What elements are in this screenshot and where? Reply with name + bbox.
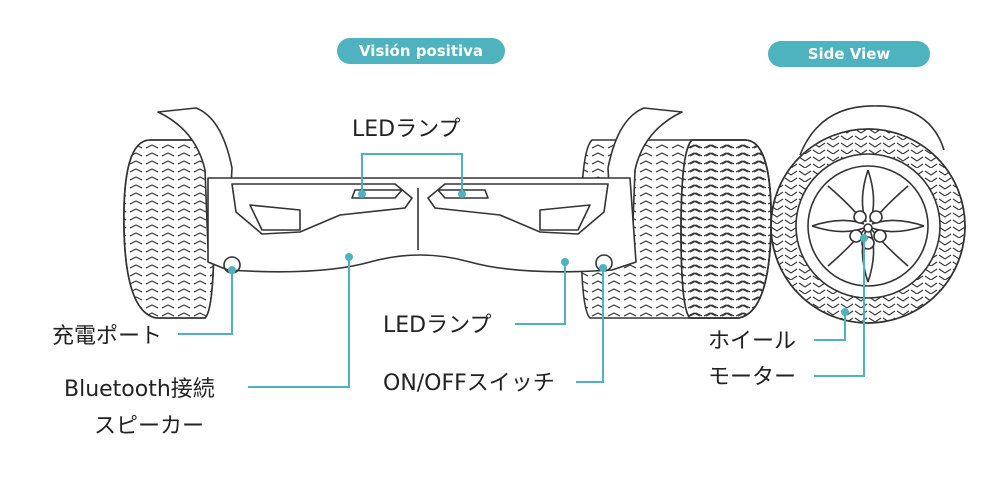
hoverboard-side-view bbox=[770, 105, 966, 324]
side-view-badge: Side View bbox=[768, 41, 930, 67]
hoverboard-front-view bbox=[123, 107, 772, 319]
callout-wheel bbox=[814, 312, 846, 341]
label-wheel: ホイール bbox=[708, 329, 797, 354]
label-bluetooth-speaker-line1: Bluetooth接続 bbox=[64, 377, 215, 402]
left-wheel bbox=[123, 139, 215, 319]
callout-bt-speaker bbox=[248, 257, 350, 388]
label-led-lamp-bottom: LEDランプ bbox=[383, 313, 492, 338]
left-foot-pad bbox=[231, 183, 413, 235]
callout-power-switch bbox=[576, 268, 604, 383]
label-power-switch: ON/OFFスイッチ bbox=[383, 371, 555, 396]
hoverboard-body bbox=[207, 177, 637, 273]
label-bluetooth-speaker-line2: スピーカー bbox=[94, 414, 205, 439]
label-motor: モーター bbox=[708, 365, 797, 390]
callout-dots bbox=[228, 190, 868, 316]
right-foot-pad bbox=[427, 183, 609, 235]
callout-lines bbox=[178, 153, 865, 388]
callout-led-bottom bbox=[515, 262, 566, 325]
callout-charge-port bbox=[178, 270, 233, 335]
front-view-badge: Visión positiva bbox=[337, 38, 505, 64]
label-led-lamp-top: LEDランプ bbox=[352, 117, 461, 142]
callout-led-top bbox=[361, 153, 463, 194]
label-charge-port: 充電ポート bbox=[52, 324, 163, 349]
callout-motor bbox=[814, 238, 865, 377]
